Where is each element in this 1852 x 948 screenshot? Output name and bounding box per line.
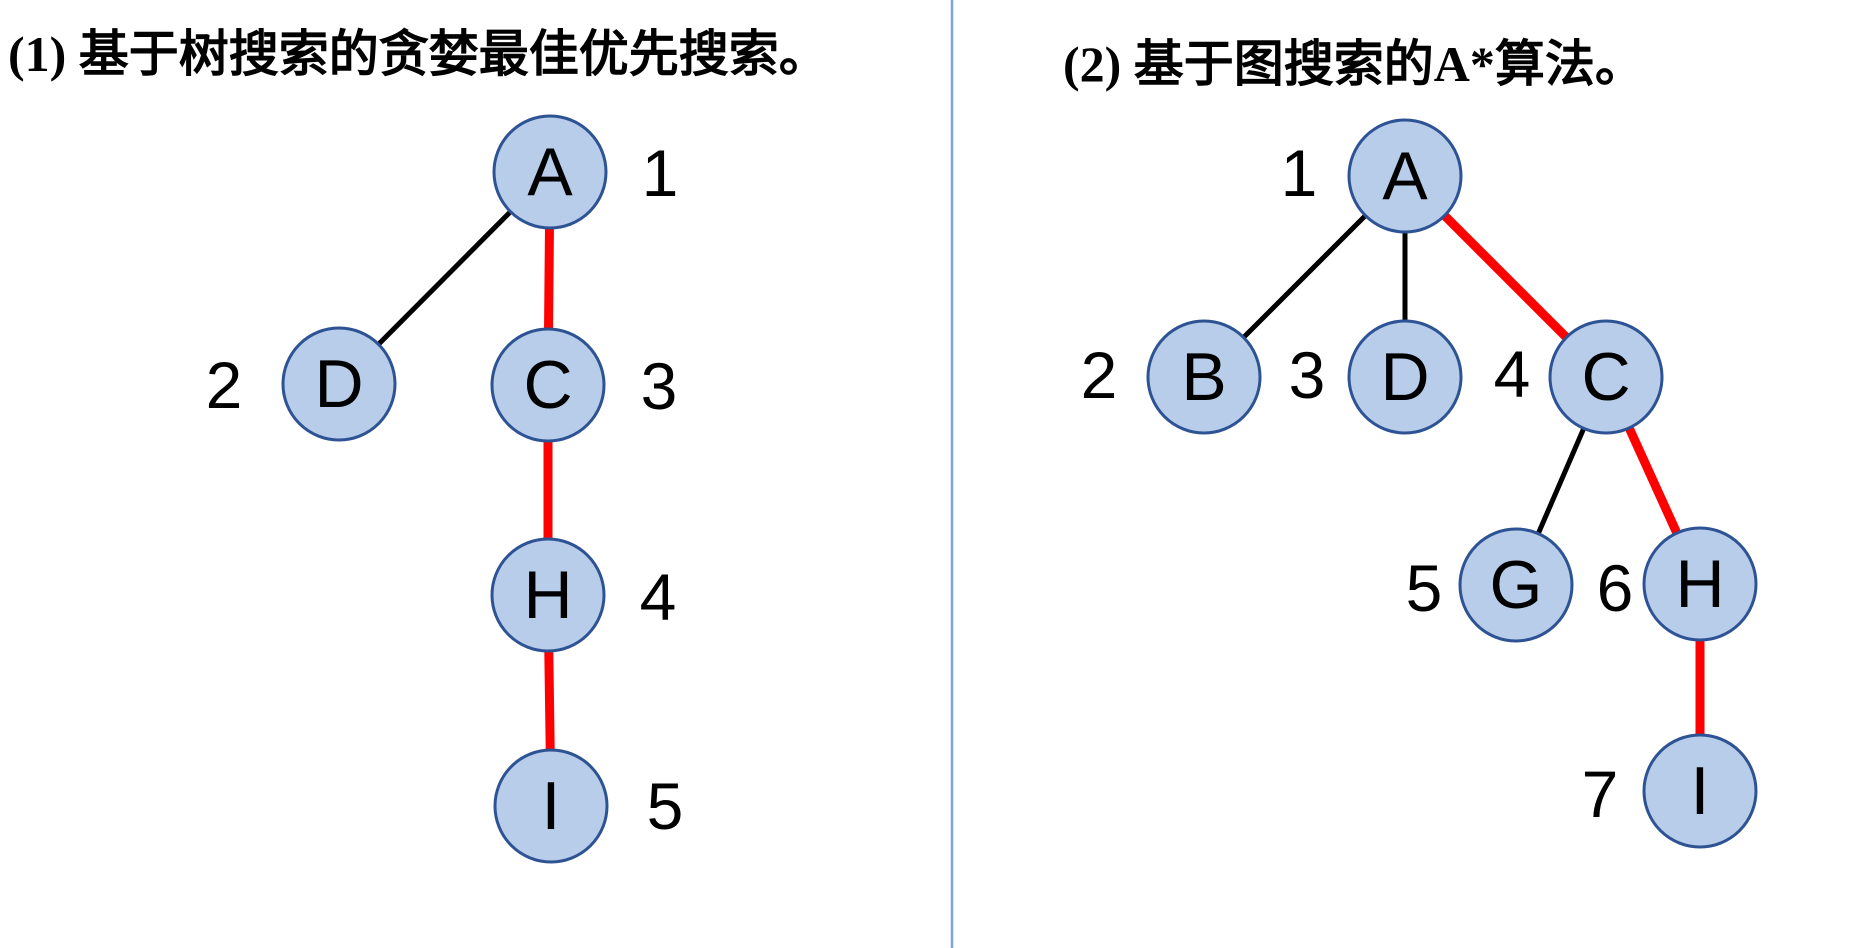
visit-order-c-panel1: 3 <box>641 349 678 423</box>
node-label-i-panel1: I <box>542 768 561 844</box>
visit-order-b-panel2: 2 <box>1081 338 1118 412</box>
node-d-panel1 <box>281 326 397 442</box>
node-i-panel2 <box>1642 733 1758 849</box>
node-label-a-panel1: A <box>527 134 573 210</box>
node-label-g-panel2: G <box>1490 547 1543 623</box>
node-a-panel1 <box>492 114 608 230</box>
node-label-a-panel2: A <box>1382 138 1428 214</box>
node-d-panel2 <box>1347 319 1463 435</box>
node-i-panel1 <box>493 748 609 864</box>
panel2-title: (2) 基于图搜索的A*算法。 <box>1063 36 1645 92</box>
node-label-d-panel2: D <box>1380 339 1429 415</box>
node-label-c-panel1: C <box>523 347 572 423</box>
node-label-d-panel1: D <box>314 346 363 422</box>
node-b-panel2 <box>1146 319 1262 435</box>
visit-order-d-panel1: 2 <box>206 348 243 422</box>
node-label-b-panel2: B <box>1181 339 1226 415</box>
visit-order-h-panel2: 6 <box>1597 551 1634 625</box>
node-label-h-panel1: H <box>523 557 572 633</box>
node-g-panel2 <box>1458 527 1574 643</box>
panel1-title: (1) 基于树搜索的贪婪最佳优先搜索。 <box>8 26 829 82</box>
node-label-h-panel2: H <box>1675 546 1724 622</box>
visit-order-d-panel2: 3 <box>1289 338 1326 412</box>
node-h-panel1 <box>490 537 606 653</box>
node-c-panel1 <box>490 327 606 443</box>
visit-order-a-panel1: 1 <box>642 136 679 210</box>
node-a-panel2 <box>1347 118 1463 234</box>
visit-order-a-panel2: 1 <box>1281 136 1318 210</box>
visit-order-i-panel2: 7 <box>1582 757 1619 831</box>
node-label-i-panel2: I <box>1691 753 1710 829</box>
visit-order-g-panel2: 5 <box>1406 551 1443 625</box>
visit-order-i-panel1: 5 <box>647 769 684 843</box>
visit-order-c-panel2: 4 <box>1494 337 1531 411</box>
visit-order-h-panel1: 4 <box>640 560 677 634</box>
node-label-c-panel2: C <box>1581 339 1630 415</box>
node-h-panel2 <box>1642 526 1758 642</box>
node-c-panel2 <box>1548 319 1664 435</box>
